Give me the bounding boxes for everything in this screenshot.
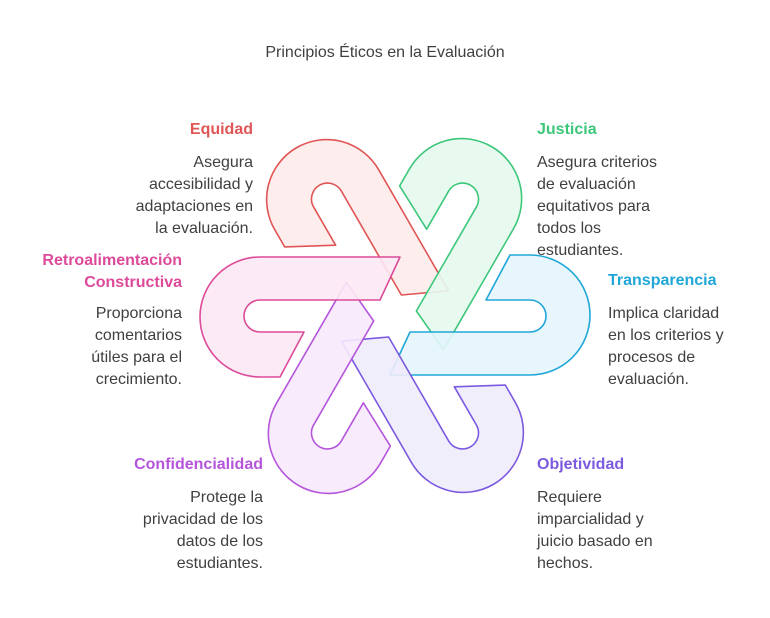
desc-line: de evaluación (537, 176, 636, 193)
page-title: Principios Éticos en la Evaluación (265, 44, 505, 61)
desc-transparencia: Implica claridad en los criterios y proc… (608, 303, 724, 391)
desc-line: equitativos para (537, 198, 650, 215)
desc-confidencialidad: Protege la privacidad de los datos de lo… (143, 487, 263, 575)
loop-transparencia (389, 254, 591, 376)
desc-objetividad: Requiere imparcialidad y juicio basado e… (537, 487, 653, 575)
desc-line: útiles para el (91, 349, 182, 366)
desc-line: la evaluación. (155, 220, 253, 237)
desc-line: Requiere (537, 489, 602, 506)
desc-line: privacidad de los (142, 511, 263, 528)
desc-line: datos de los (176, 533, 263, 550)
label-transparencia: Transparencia (608, 270, 717, 292)
title-confidencialidad: Confidencialidad (134, 456, 263, 473)
desc-retroalimentacion: Proporciona comentarios útiles para el c… (91, 303, 182, 391)
title-retroalimentacion-line: Retroalimentación (42, 252, 182, 269)
desc-line: Implica claridad (608, 305, 720, 322)
desc-line: procesos de (608, 349, 696, 366)
title-justicia: Justicia (537, 121, 597, 138)
label-retroalimentacion: Retroalimentación Constructiva (42, 250, 182, 294)
desc-equidad: Asegura accesibilidad y adaptaciones en … (136, 152, 253, 240)
label-confidencialidad: Confidencialidad (134, 454, 263, 476)
title-transparencia: Transparencia (608, 272, 717, 289)
loop-objetividad (340, 336, 525, 494)
loop-justicia (398, 137, 523, 351)
loop-equidad (265, 138, 450, 296)
desc-line: hechos. (537, 555, 594, 572)
label-objetividad: Objetividad (537, 454, 624, 476)
title-retroalimentacion-line: Constructiva (84, 274, 182, 291)
desc-line: comentarios (94, 327, 182, 344)
desc-line: estudiantes. (176, 555, 263, 572)
desc-line: imparcialidad y (537, 511, 644, 528)
desc-line: todos los (537, 220, 602, 237)
desc-line: adaptaciones en (135, 198, 253, 215)
desc-line: Asegura criterios (537, 154, 658, 171)
desc-line: estudiantes. (537, 242, 624, 259)
desc-line: crecimiento. (95, 371, 182, 388)
loop-retroalimentacion (199, 256, 401, 378)
desc-line: accesibilidad y (148, 176, 253, 193)
loop-confidencialidad (267, 281, 392, 495)
desc-line: Protege la (190, 489, 263, 506)
desc-line: Proporciona (95, 305, 182, 322)
desc-line: Asegura (193, 154, 253, 171)
desc-justicia: Asegura criterios de evaluación equitati… (537, 152, 657, 262)
label-equidad: Equidad (190, 119, 253, 141)
label-justicia: Justicia (537, 119, 597, 141)
desc-line: evaluación. (608, 371, 689, 388)
desc-line: en los criterios y (608, 327, 724, 344)
title-objetividad: Objetividad (537, 456, 625, 473)
desc-line: juicio basado en (537, 533, 653, 550)
title-equidad: Equidad (189, 121, 253, 138)
